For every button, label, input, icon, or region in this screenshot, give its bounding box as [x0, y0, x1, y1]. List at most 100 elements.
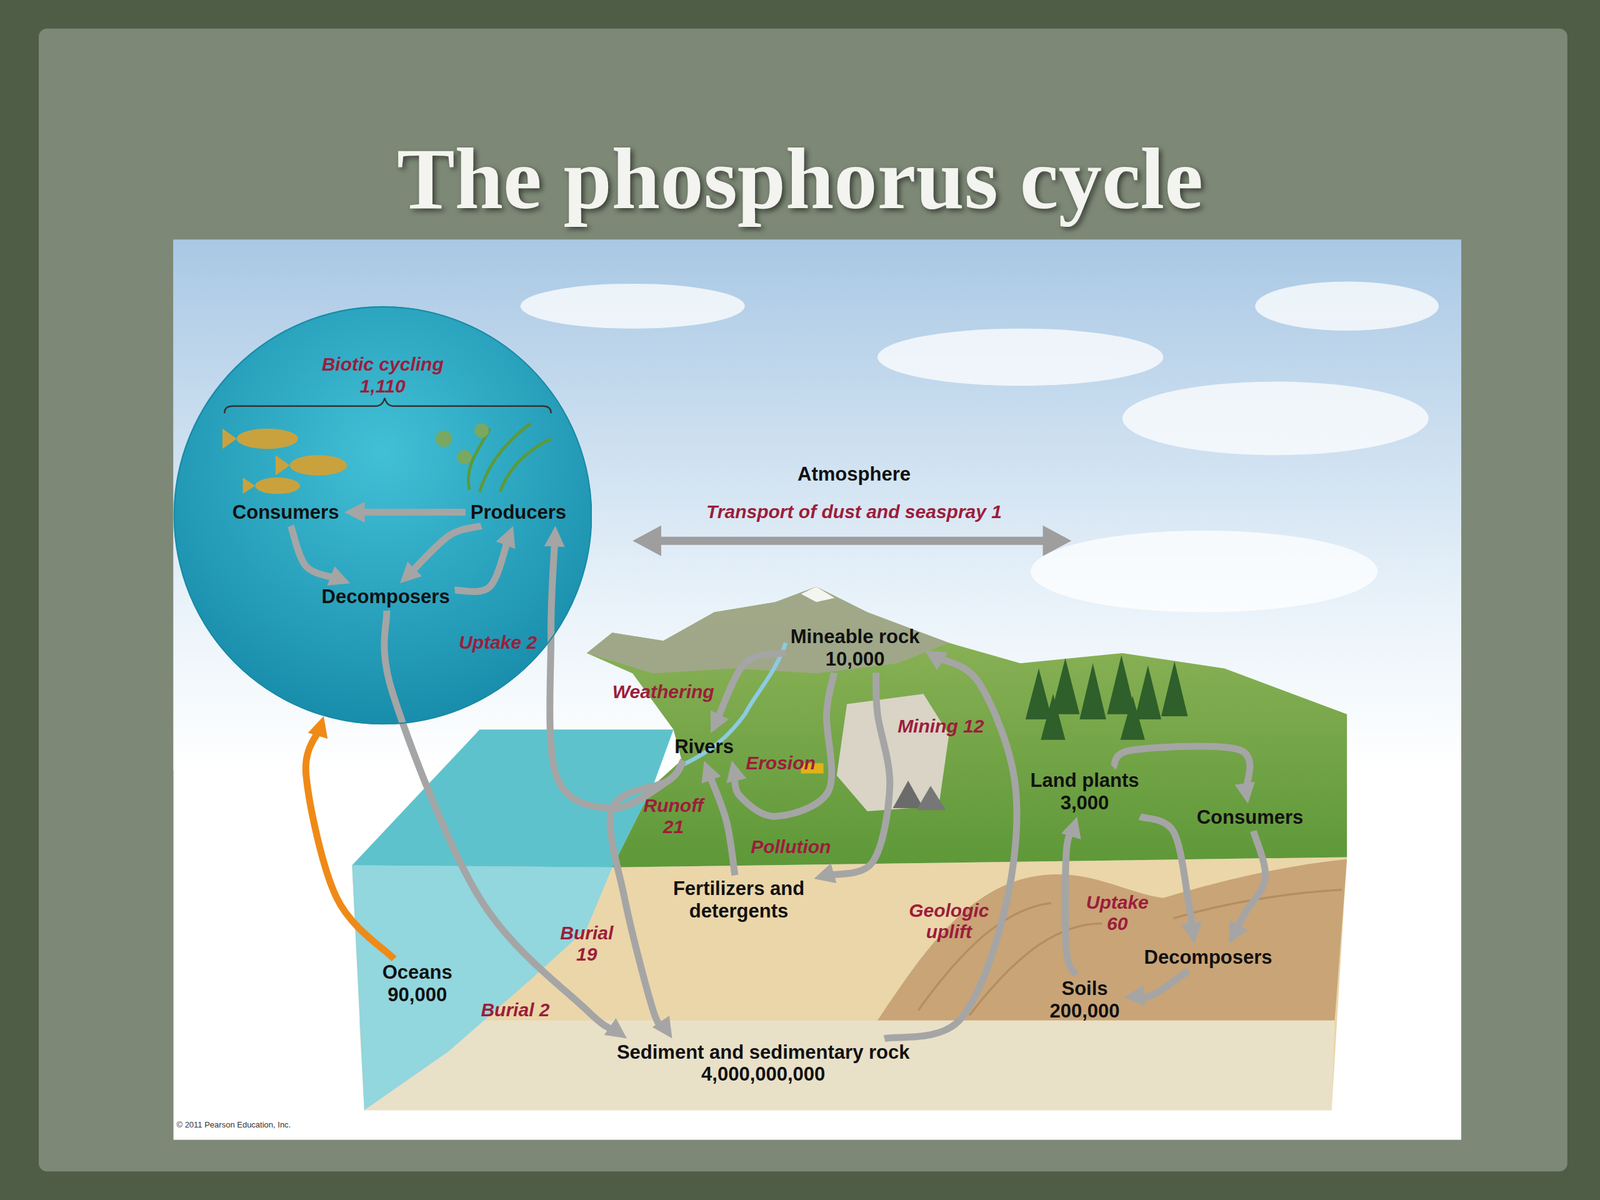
tree [1120, 695, 1145, 740]
pool-size: 3,000 [1030, 791, 1140, 815]
compartment: Land plants3,000 [1025, 766, 1145, 817]
tree [1135, 665, 1162, 720]
flux-label: Weathering [612, 681, 715, 704]
flow-arrow [408, 525, 482, 575]
compartment-name: Soils [1049, 977, 1120, 1000]
arrow-head [632, 525, 662, 557]
return-arrow [305, 728, 394, 960]
compartment: Consumers [227, 498, 345, 527]
sediment-band [359, 1020, 1335, 1111]
compartment: Oceans90,000 [377, 958, 458, 1009]
slide-title: The phosphorus cycle [0, 131, 1600, 227]
compartment: Rivers [669, 733, 739, 761]
arrow-head [1043, 525, 1072, 557]
flux-label: Burial 19 [552, 922, 622, 966]
tree [1161, 661, 1188, 717]
compartment: Consumers [1191, 803, 1309, 832]
tree [1040, 693, 1065, 740]
compartment: Soils200,000 [1044, 975, 1125, 1025]
flow-arrow [1235, 831, 1266, 933]
compartment-name: Fertilizers and detergents [668, 877, 809, 922]
compartment: Sediment and sedimentary rock4,000,000,0… [611, 1038, 915, 1089]
compartment-name: Rivers [674, 735, 734, 759]
fish-tail [243, 477, 256, 494]
circle-outline-shape [174, 306, 592, 724]
fish-tail [275, 455, 290, 476]
pool-size: 200,000 [1049, 1000, 1120, 1023]
mountains [586, 586, 950, 674]
compartment-name: Mineable rock [790, 625, 920, 649]
flow-arrow [356, 508, 465, 516]
fish-body [236, 428, 299, 450]
snowcap [801, 586, 835, 602]
forest [1025, 655, 1189, 740]
fish-body [255, 477, 300, 494]
flow-arrow [1065, 828, 1076, 976]
figure-panel [173, 240, 1462, 1140]
flux-label: Pollution [750, 836, 831, 859]
compartment-name: Atmosphere [797, 463, 911, 486]
block-front [351, 856, 1347, 1110]
dust-transport-arrow [632, 525, 1072, 557]
cloud [520, 283, 745, 329]
flow-arrow [716, 653, 786, 723]
arrow-shaft [653, 536, 1052, 545]
flux-label: Uptake 2 [458, 631, 537, 654]
pool-size: 4,000,000,000 [616, 1063, 910, 1086]
clouds [520, 281, 1439, 613]
compartment-name: Oceans [382, 961, 453, 984]
alga [474, 423, 489, 439]
tree [1079, 663, 1106, 720]
bracket [224, 398, 551, 414]
flux-label: Burial 2 [480, 999, 550, 1022]
land-surface [586, 586, 1347, 868]
flow-arrow [884, 656, 1017, 1039]
flow-arrow [1136, 970, 1189, 997]
compartment: Fertilizers and detergents [663, 875, 814, 925]
compartment-name: Decomposers [1144, 946, 1273, 969]
algae [435, 423, 489, 465]
fish-tail [222, 428, 237, 450]
flux-label: Erosion [745, 752, 816, 775]
flow-arrow [734, 672, 834, 817]
compartment-name: Land plants [1030, 769, 1140, 792]
ocean-inset-circle: Biotic cycling 1,110Consumers ProducersDe… [173, 306, 592, 725]
fish [222, 428, 347, 494]
compartment: Producers [465, 498, 572, 527]
tree [1025, 668, 1052, 720]
mine-site [836, 693, 950, 812]
seaweed [468, 423, 551, 492]
flux-label: Uptake 60 [1081, 891, 1154, 935]
compartment-name: Sediment and sedimentary rock [616, 1041, 910, 1064]
compartment-name: Producers [470, 501, 567, 524]
compartment-name: Consumers [1196, 806, 1304, 829]
producers-art [468, 423, 551, 492]
pool-size: 10,000 [790, 648, 920, 671]
flow-arrow [550, 538, 684, 809]
flux-label: Transport of dust and seaspray 1 [706, 501, 1002, 524]
cloud [1030, 530, 1378, 613]
hill-section [877, 859, 1347, 1021]
flow-arrow [455, 537, 509, 592]
cloud [1255, 281, 1439, 331]
flow-arrow [1140, 816, 1193, 932]
cloud [1122, 381, 1429, 456]
flux-label: Runoff 21 [638, 795, 709, 839]
fish-body [290, 455, 347, 476]
flux-label: Geologic uplift [901, 900, 996, 944]
compartment-name: Consumers [232, 501, 340, 524]
spoil-pile [893, 780, 924, 809]
alga [456, 450, 472, 465]
copyright-note: © 2011 Pearson Education, Inc. [176, 1120, 291, 1130]
compartment: Decomposers [1139, 943, 1278, 972]
cycle-heading: Biotic cycling 1,110 [310, 353, 455, 397]
pool-size: 90,000 [382, 983, 453, 1007]
flow-arrow [290, 525, 339, 579]
flow-arrow [825, 672, 890, 875]
flux-label: Mining 12 [897, 715, 984, 738]
compartment-name: Decomposers [321, 585, 450, 609]
compartment: Mineable rock10,000 [785, 623, 925, 673]
compartment: Decomposers [316, 583, 455, 611]
